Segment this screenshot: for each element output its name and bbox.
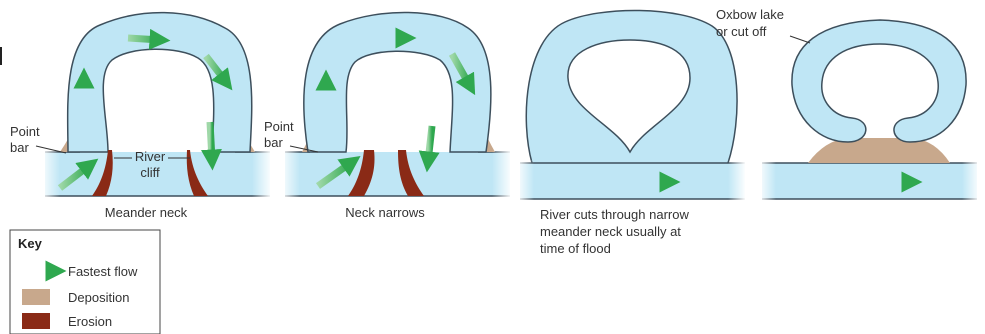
svg-text:bar: bar bbox=[10, 140, 29, 155]
deposition-swatch bbox=[22, 289, 50, 305]
stage-4-oxbow-lake: Oxbow lake or cut off bbox=[716, 7, 980, 202]
channel-2 bbox=[285, 152, 510, 196]
point-bar-label-1-line2: bar bbox=[10, 140, 29, 155]
stage-1-meander-neck: Point bar River cliff Meander neck bbox=[10, 13, 272, 220]
river-cliff-label: River bbox=[135, 149, 166, 164]
flow-arrow bbox=[428, 126, 432, 162]
meander-loop-2 bbox=[304, 12, 491, 152]
point-bar-label-1: Point bbox=[10, 124, 40, 139]
point-bar-label-2: Point bbox=[264, 119, 294, 134]
erosion-swatch bbox=[22, 313, 50, 329]
key-box: Key Fastest flow Deposition Erosion bbox=[10, 230, 160, 334]
point-bar-label-2-line2: bar bbox=[264, 135, 283, 150]
flow-arrow bbox=[210, 122, 212, 160]
edge-mark bbox=[0, 47, 2, 65]
deposition-neck-4 bbox=[808, 138, 950, 163]
key-item-deposition: Deposition bbox=[68, 290, 129, 305]
key-title: Key bbox=[18, 236, 43, 251]
flow-arrow bbox=[128, 38, 160, 40]
svg-text:bar: bar bbox=[264, 135, 283, 150]
oxbow-label-line2: or cut off bbox=[716, 24, 767, 39]
oxbow-lake bbox=[792, 20, 966, 142]
stage-3-cut-through: River cuts through narrow meander neck u… bbox=[516, 10, 746, 256]
stage-3-caption-line2: meander neck usually at bbox=[540, 224, 681, 239]
stage-3-caption-line3: time of flood bbox=[540, 241, 611, 256]
oxbow-label-line1: Oxbow lake bbox=[716, 7, 784, 22]
svg-text:cliff: cliff bbox=[140, 165, 160, 180]
key-item-erosion: Erosion bbox=[68, 314, 112, 329]
stage-2-caption: Neck narrows bbox=[345, 205, 425, 220]
river-cliff-label-line2: cliff bbox=[140, 165, 160, 180]
stage-3-caption-line1: River cuts through narrow bbox=[540, 207, 689, 222]
stage-2-neck-narrows: Point bar Neck narrows bbox=[264, 12, 512, 220]
key-item-fastest-flow: Fastest flow bbox=[68, 264, 138, 279]
stage-1-caption: Meander neck bbox=[105, 205, 188, 220]
